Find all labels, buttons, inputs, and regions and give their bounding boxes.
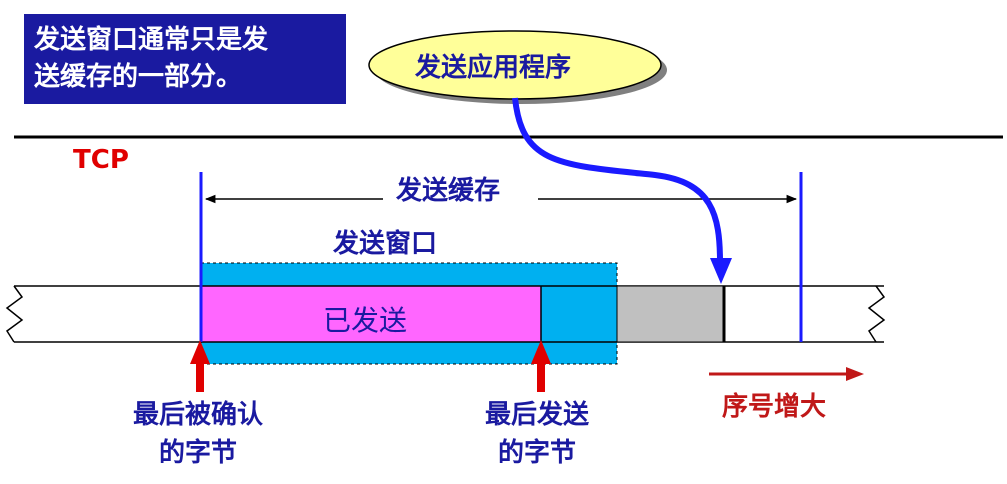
seq-increase-arrowhead — [846, 367, 864, 381]
last-sent-line-1: 最后发送 — [484, 400, 589, 430]
app-write-arrow — [512, 97, 723, 263]
last-acked-line-1: 最后被确认 — [132, 400, 263, 430]
app-label: 发送应用程序 — [415, 53, 572, 83]
last-acked-marker-shaft — [196, 362, 204, 392]
note-line-2: 送缓存的一部分。 — [34, 62, 243, 92]
last-sent-label: 最后发送 的字节 — [467, 396, 607, 472]
stream-break-right — [867, 285, 886, 343]
last-sent-marker-head — [531, 340, 551, 364]
send-buffer-label: 发送缓存 — [396, 176, 501, 206]
send-window-label: 发送窗口 — [333, 229, 438, 259]
last-sent-marker-shaft — [537, 362, 545, 392]
last-acked-label: 最后被确认 的字节 — [118, 396, 278, 472]
stream-break-left — [5, 285, 24, 343]
last-acked-marker-head — [190, 340, 210, 364]
note-line-1: 发送窗口通常只是发 — [34, 25, 269, 55]
sent-bytes-region — [201, 286, 541, 342]
note-box: 发送窗口通常只是发 送缓存的一部分。 — [24, 14, 346, 104]
sent-label: 已发送 — [323, 304, 408, 337]
tcp-label: TCP — [73, 145, 129, 175]
last-acked-line-2: 的字节 — [158, 438, 237, 468]
buffered-unsent-region — [616, 285, 725, 343]
app-write-arrowhead — [710, 258, 732, 284]
last-sent-line-2: 的字节 — [497, 438, 576, 468]
seq-increase-label: 序号增大 — [722, 392, 827, 422]
